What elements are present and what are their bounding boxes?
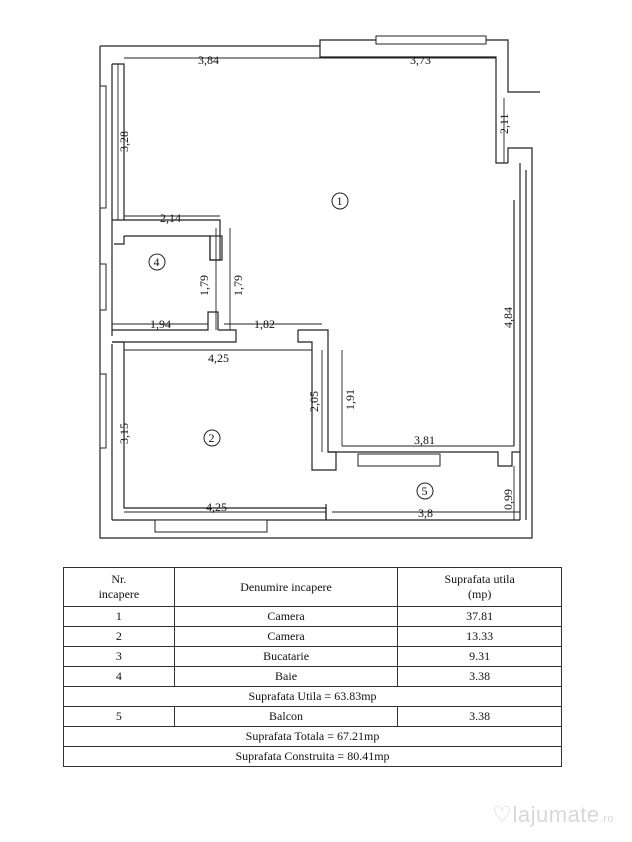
cell-name: Camera	[173, 626, 399, 647]
table-row: 5 Balcon 3.38	[63, 706, 562, 727]
header-name: Denumire incapere	[173, 567, 399, 607]
room-4-label: 4	[154, 255, 160, 269]
table-summary-row: Suprafata Totala = 67.21mp	[63, 726, 562, 747]
cell-name: Camera	[173, 606, 399, 627]
cell-area: 3.38	[397, 706, 562, 727]
interior-walls	[112, 219, 520, 520]
room-2-label: 2	[209, 431, 215, 445]
dim-2-14: 2,14	[160, 211, 181, 225]
header-area: Suprafata utila(mp)	[397, 567, 562, 607]
dim-4-84: 4,84	[501, 307, 515, 328]
table-summary-row: Suprafata Construita = 80.41mp	[63, 746, 562, 767]
dim-3-15: 3,15	[117, 423, 131, 444]
dim-3-84: 3,84	[198, 53, 219, 67]
room-5-label: 5	[422, 484, 428, 498]
dim-1-79b: 1,79	[231, 275, 245, 296]
dim-0-99: 0,99	[501, 489, 515, 510]
cell-nr: 1	[63, 606, 175, 627]
cell-nr: 3	[63, 646, 175, 667]
cell-area: 9.31	[397, 646, 562, 667]
dim-2-11: 2,11	[497, 113, 511, 134]
cell-area: 3.38	[397, 666, 562, 687]
dim-4-25-top: 4,25	[208, 351, 229, 365]
dim-1-82: 1,82	[254, 317, 275, 331]
dim-1-91: 1,91	[343, 389, 357, 410]
dim-4-25-bottom: 4,25	[206, 500, 227, 514]
dimension-labels: 3,84 3,73 2,11 3,28 2,14 1,79 1,79 1,94 …	[117, 53, 515, 520]
dim-3-8: 3,8	[418, 506, 433, 520]
dim-3-81: 3,81	[414, 433, 435, 447]
dim-3-73: 3,73	[410, 53, 431, 67]
room-1-label: 1	[337, 194, 343, 208]
dim-2-05: 2,05	[307, 391, 321, 412]
cell-name: Baie	[173, 666, 399, 687]
watermark-heart-icon: ♡	[492, 802, 513, 827]
dim-1-79a: 1,79	[197, 275, 211, 296]
table-row: 4 Baie 3.38	[63, 666, 562, 687]
cell-nr: 4	[63, 666, 175, 687]
watermark-logo: ♡lajumate.ro	[492, 802, 614, 827]
area-table: Nr.incapere Denumire incapere Suprafata …	[63, 567, 562, 767]
table-header-row: Nr.incapere Denumire incapere Suprafata …	[63, 567, 562, 607]
floor-plan: 3,84 3,73 2,11 3,28 2,14 1,79 1,79 1,94 …	[99, 35, 540, 539]
cell-nr: 2	[63, 626, 175, 647]
cell-area: 13.33	[397, 626, 562, 647]
dim-1-94: 1,94	[150, 317, 171, 331]
table-summary-row: Suprafata Utila = 63.83mp	[63, 686, 562, 707]
suprafata-utila: Suprafata Utila = 63.83mp	[63, 686, 562, 707]
exterior-walls	[99, 35, 540, 539]
room-markers: 1 4 2 5	[148, 192, 434, 500]
table-row: 2 Camera 13.33	[63, 626, 562, 647]
cell-nr: 5	[63, 706, 175, 727]
cell-area: 37.81	[397, 606, 562, 627]
header-nr: Nr.incapere	[63, 567, 175, 607]
cell-name: Balcon	[173, 706, 399, 727]
table-row: 3 Bucatarie 9.31	[63, 646, 562, 667]
dimension-lines	[112, 57, 520, 520]
table-row: 1 Camera 37.81	[63, 606, 562, 627]
dim-3-28: 3,28	[117, 131, 131, 152]
cell-name: Bucatarie	[173, 646, 399, 667]
suprafata-construita: Suprafata Construita = 80.41mp	[63, 746, 562, 767]
suprafata-totala: Suprafata Totala = 67.21mp	[63, 726, 562, 747]
